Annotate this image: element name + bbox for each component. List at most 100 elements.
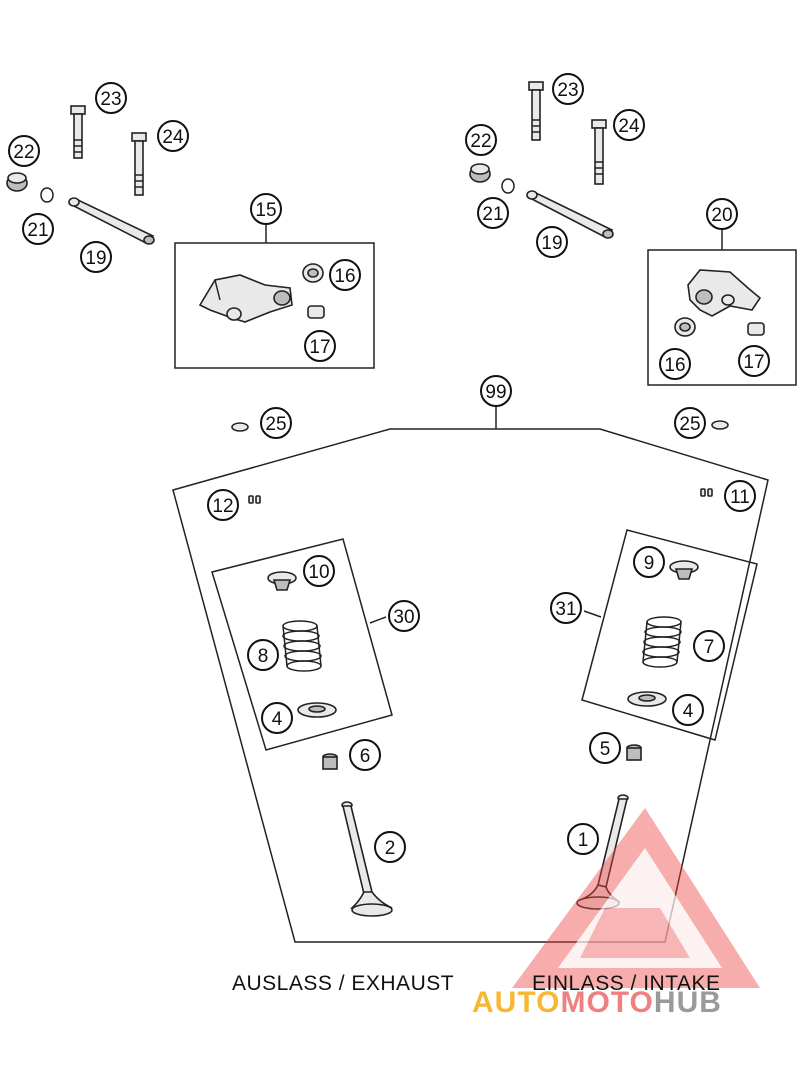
callout-7: 7 [693, 630, 725, 662]
keepers-12 [248, 495, 261, 504]
stem-seal-6 [322, 753, 338, 770]
callout-31: 31 [550, 592, 582, 624]
bolt-24-left [131, 132, 147, 196]
callout-17-left: 17 [304, 330, 336, 362]
callout-23-left: 23 [95, 82, 127, 114]
rocker-shaft-19-right [526, 190, 614, 239]
callout-1: 1 [567, 823, 599, 855]
svg-text:15: 15 [255, 200, 276, 221]
callout-6: 6 [349, 739, 381, 771]
callout-15: 15 [250, 193, 282, 225]
bolt-24-right [591, 119, 607, 185]
callout-5: 5 [589, 732, 621, 764]
exhaust-label: AUSLASS / EXHAUST [232, 972, 454, 995]
svg-text:19: 19 [85, 248, 106, 269]
watermark-part-auto: AUTO [472, 986, 560, 1019]
svg-text:16: 16 [334, 266, 355, 287]
svg-text:9: 9 [644, 553, 655, 574]
callout-19-left: 19 [80, 241, 112, 273]
spring-seat-4-right [627, 691, 667, 707]
shim-25-left [231, 422, 249, 432]
spring-seat-4-left [297, 702, 337, 718]
watermark-logo-icon [512, 808, 760, 988]
callout-12: 12 [207, 489, 239, 521]
svg-text:25: 25 [679, 414, 700, 435]
spring-8 [282, 620, 322, 672]
callout-20: 20 [706, 198, 738, 230]
bearing-16-left [302, 263, 324, 283]
spring-set-box-30 [211, 538, 393, 751]
callout-19-right: 19 [536, 226, 568, 258]
callout-10: 10 [303, 555, 335, 587]
svg-text:4: 4 [272, 709, 283, 730]
svg-text:22: 22 [470, 131, 491, 152]
callout-24-right: 24 [613, 109, 645, 141]
callout-25-left: 25 [260, 407, 292, 439]
callout-17-right: 17 [738, 345, 770, 377]
svg-text:23: 23 [100, 89, 121, 110]
pin-17-left [307, 305, 325, 319]
stem-seal-5 [626, 744, 642, 761]
svg-text:21: 21 [27, 220, 48, 241]
intake-label: EINLASS / INTAKE [532, 972, 721, 995]
svg-text:1: 1 [578, 830, 589, 851]
spring-7 [642, 616, 682, 668]
watermark-text: AUTOMOTOHUB [472, 986, 722, 1019]
callout-4-left: 4 [261, 702, 293, 734]
callout-21-left: 21 [22, 213, 54, 245]
rocker-arm-box-15 [174, 242, 375, 369]
callout-24-left: 24 [157, 120, 189, 152]
plug-22-right [469, 163, 491, 183]
callout-21-right: 21 [477, 197, 509, 229]
svg-text:10: 10 [308, 562, 329, 583]
svg-text:30: 30 [393, 607, 414, 628]
svg-text:5: 5 [600, 739, 611, 760]
bearing-16-right [674, 317, 696, 337]
callout-22-right: 22 [465, 124, 497, 156]
retainer-9 [669, 560, 699, 580]
callout-22-left: 22 [8, 135, 40, 167]
svg-text:19: 19 [541, 233, 562, 254]
svg-text:21: 21 [482, 204, 503, 225]
svg-text:99: 99 [485, 382, 506, 403]
svg-text:2: 2 [385, 838, 396, 859]
callout-16-left: 16 [329, 259, 361, 291]
callout-16-right: 16 [659, 348, 691, 380]
svg-text:8: 8 [258, 646, 269, 667]
svg-text:22: 22 [13, 142, 34, 163]
exhaust-valve-2 [341, 801, 393, 917]
svg-text:11: 11 [730, 487, 750, 508]
callout-23-right: 23 [552, 73, 584, 105]
svg-text:24: 24 [162, 127, 184, 148]
keepers-11 [700, 488, 713, 497]
svg-text:23: 23 [557, 80, 578, 101]
svg-text:17: 17 [743, 352, 764, 373]
callout-30: 30 [388, 600, 420, 632]
plug-22-left [6, 172, 28, 192]
svg-text:7: 7 [704, 637, 715, 658]
spring-set-box-31 [581, 529, 758, 741]
callout-2: 2 [374, 831, 406, 863]
callout-11: 11 [724, 480, 756, 512]
oring-21-right [501, 178, 515, 194]
callout-99: 99 [480, 375, 512, 407]
rocker-shaft-19-left [68, 197, 155, 245]
svg-text:31: 31 [555, 599, 576, 620]
pin-17-right [747, 322, 765, 336]
callout-9: 9 [633, 546, 665, 578]
svg-text:20: 20 [711, 205, 732, 226]
shim-25-right [711, 420, 729, 430]
svg-text:24: 24 [618, 116, 640, 137]
watermark-part-moto: MOTO [560, 986, 653, 1019]
callout-8: 8 [247, 639, 279, 671]
svg-text:6: 6 [360, 746, 371, 767]
svg-text:12: 12 [212, 496, 233, 517]
svg-text:25: 25 [265, 414, 286, 435]
callout-25-right: 25 [674, 407, 706, 439]
retainer-10 [267, 571, 297, 591]
rocker-arm-right [687, 269, 762, 317]
valve-set-outline-99 [172, 428, 769, 943]
svg-text:16: 16 [664, 355, 685, 376]
rocker-arm-left [198, 274, 293, 323]
